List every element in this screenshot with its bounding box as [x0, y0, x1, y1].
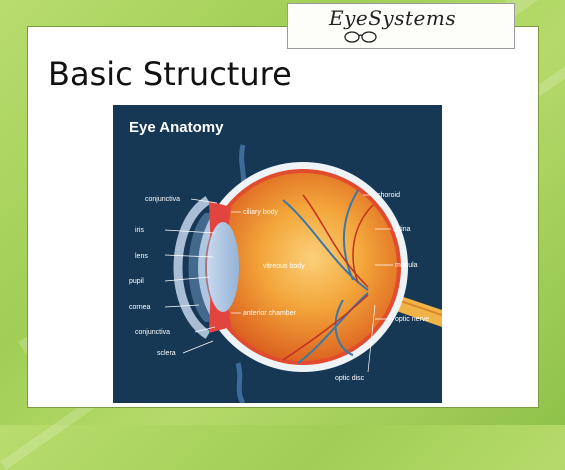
label-cornea: cornea	[129, 304, 151, 311]
label-macula: macula	[395, 262, 418, 269]
diagram-title: Eye Anatomy	[129, 119, 223, 136]
label-ciliary-body: ciliary body	[243, 209, 279, 216]
label-choroid: choroid	[377, 192, 400, 199]
label-lens: lens	[135, 253, 148, 260]
label-pupil: pupil	[129, 278, 144, 285]
slide-panel: Basic Structure	[27, 26, 539, 408]
label-iris: iris	[135, 227, 144, 234]
glasses-icon	[343, 28, 383, 44]
label-sclera: sclera	[157, 350, 176, 357]
eye-illustration: conjunctiva iris lens pupil cornea conju…	[113, 105, 442, 403]
label-retina: retina	[393, 226, 411, 233]
label-vitreous-body: vitreous body	[263, 263, 305, 270]
brand-name: EyeSystems	[329, 6, 456, 30]
label-optic-nerve: optic nerve	[395, 316, 429, 323]
brand-logo: EyeSystems	[287, 3, 515, 49]
eye-anatomy-diagram: conjunctiva iris lens pupil cornea conju…	[113, 105, 442, 403]
page-title: Basic Structure	[48, 55, 292, 93]
label-anterior-chamber: anterior chamber	[243, 310, 297, 317]
label-optic-disc: optic disc	[335, 375, 365, 382]
label-conjunctiva-bottom: conjunctiva	[135, 329, 170, 336]
label-conjunctiva-top: conjunctiva	[145, 196, 180, 203]
